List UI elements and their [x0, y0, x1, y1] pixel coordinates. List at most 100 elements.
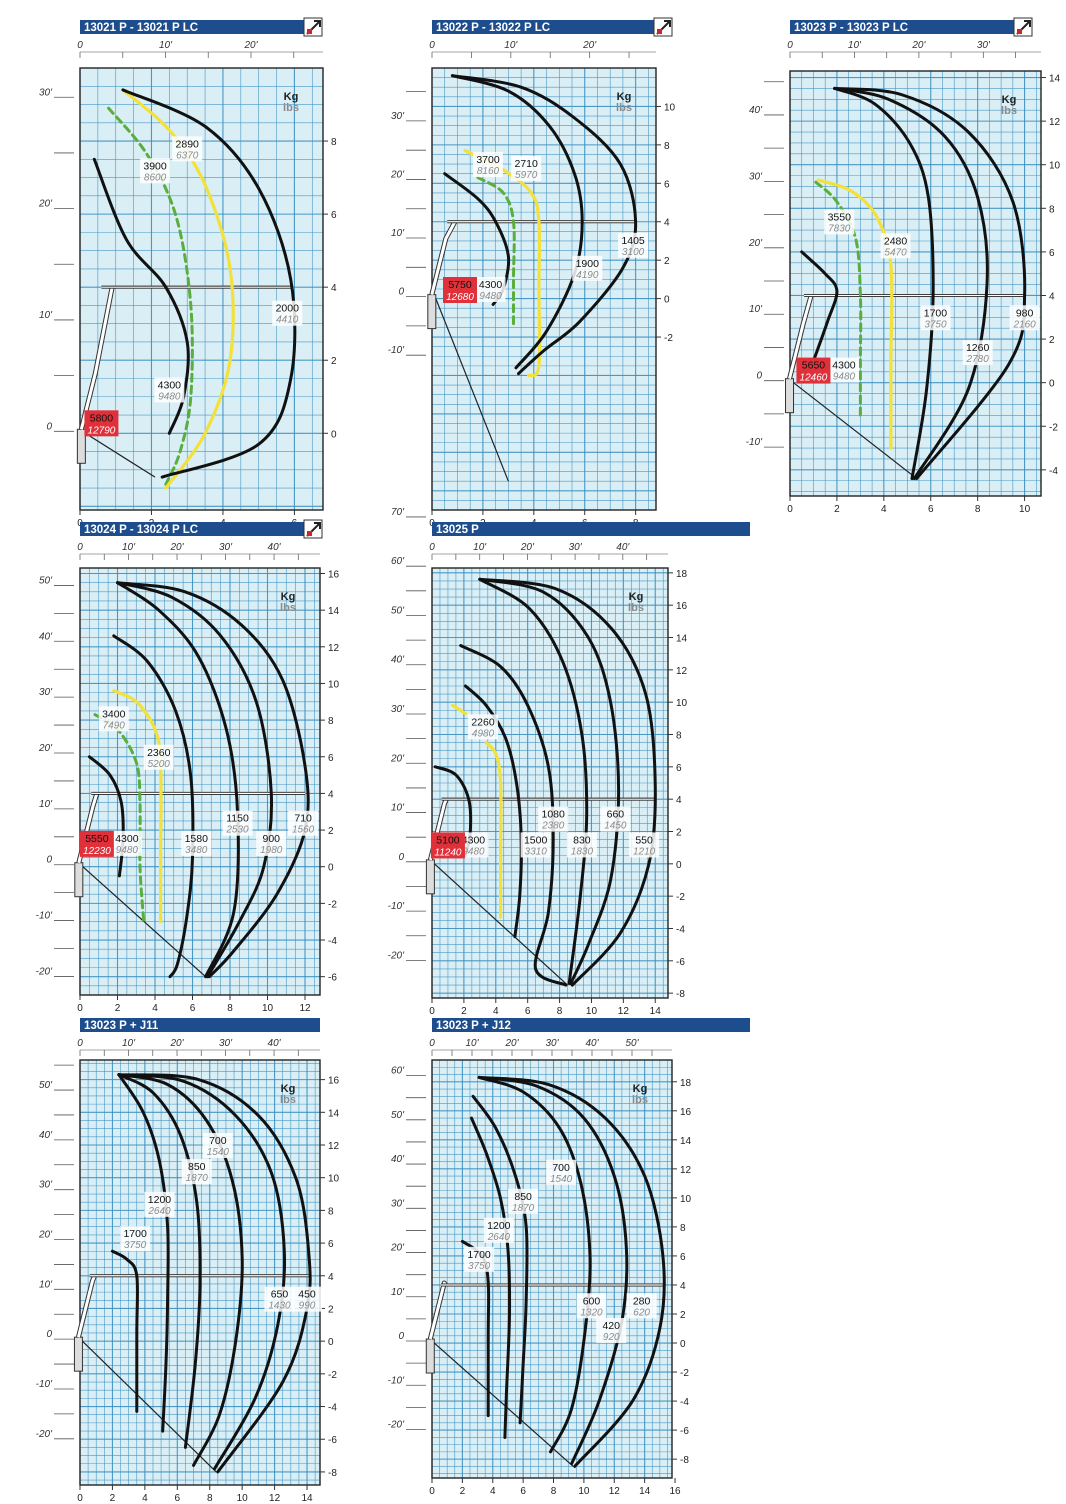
- load-curve-black: [833, 86, 1027, 481]
- x-tick-label: 0: [77, 1003, 83, 1014]
- label-lbs: 2780: [966, 354, 990, 365]
- label-bg: [292, 1286, 323, 1312]
- left-ft-tick-label: 50': [39, 1080, 53, 1091]
- label-lbs: 3750: [124, 1240, 147, 1251]
- y-tick-label: 4: [331, 283, 337, 294]
- label-kg: 1200: [148, 1194, 172, 1206]
- chart-title: 13022 P - 13022 P LC: [436, 22, 550, 34]
- top-ft-tick-label: 10': [473, 542, 487, 553]
- chart-title-bar: 13023 P + J11: [80, 1018, 320, 1032]
- y-tick-label: -2: [664, 333, 673, 344]
- crane-silhouette: [73, 1274, 97, 1372]
- load-curve-black: [833, 86, 935, 481]
- y-tick-label: 6: [664, 179, 670, 190]
- left-ft-tick-label: 0: [46, 421, 52, 432]
- top-ft-tick-label: 10': [122, 1038, 136, 1049]
- load-curve-green: [814, 180, 863, 417]
- title-bar-bg: [80, 1018, 320, 1032]
- plot-frame: [79, 567, 321, 996]
- unit-lbs-label: lbs: [628, 602, 644, 614]
- label-lbs: 6370: [176, 150, 199, 161]
- label-bg: [828, 357, 859, 383]
- left-ft-tick-label: 10': [391, 228, 405, 239]
- badge-kg: 5800: [90, 412, 114, 424]
- y-tick-label: 2: [328, 1304, 334, 1315]
- y-tick-label: 4: [328, 1272, 334, 1283]
- top-ft-tick-label: 20': [582, 40, 597, 51]
- reach-limit-line: [435, 298, 509, 482]
- unit-lbs-label: lbs: [616, 102, 632, 114]
- y-tick-label: 18: [680, 1078, 692, 1089]
- chart-title-bar: 13023 P + J12: [432, 1018, 750, 1032]
- load-curve-black: [117, 1073, 287, 1471]
- load-curve-black: [116, 581, 310, 979]
- load-curve-black: [478, 577, 657, 987]
- label-lbs: 8160: [477, 166, 500, 177]
- left-ft-tick-label: 30': [39, 1180, 53, 1191]
- load-curve-black: [117, 1073, 244, 1467]
- y-tick-label: 2: [1049, 335, 1055, 346]
- load-curve-black: [110, 1249, 140, 1413]
- left-ft-tick-label: -10': [388, 1375, 405, 1386]
- label-kg: 3700: [476, 154, 500, 166]
- y-tick-label: 10: [1049, 161, 1061, 172]
- left-ft-tick-label: 0: [756, 371, 762, 382]
- unit-kg-label: Kg: [1002, 94, 1017, 106]
- label-kg: 1700: [467, 1249, 491, 1261]
- badge-lbs: 12460: [800, 373, 828, 384]
- label-bg: [111, 830, 142, 856]
- left-ft-tick-label: 10': [391, 1287, 405, 1298]
- label-lbs: 1870: [186, 1173, 209, 1184]
- chart-title-bar: 13025 P: [432, 522, 750, 536]
- label-lbs: 4410: [276, 315, 299, 326]
- top-ft-tick-label: 30': [219, 542, 233, 553]
- left-ft-tick-label: 20': [38, 199, 53, 210]
- y-tick-label: -2: [328, 1370, 337, 1381]
- y-tick-label: 10: [328, 1174, 340, 1185]
- label-lbs: 3100: [622, 247, 645, 258]
- chart-title-bar: 13024 P - 13024 P LC: [80, 522, 320, 536]
- reach-limit-line: [85, 432, 156, 478]
- y-tick-label: -2: [676, 892, 685, 903]
- label-bg: [181, 1159, 212, 1185]
- x-tick-label: 2: [460, 1486, 466, 1497]
- label-bg: [629, 832, 660, 858]
- badge-kg: 5100: [436, 834, 460, 846]
- left-ft-tick-label: -20': [36, 1429, 53, 1440]
- label-kg: 850: [188, 1161, 206, 1173]
- load-curve-black: [477, 1075, 666, 1468]
- x-tick-label: 2: [461, 1006, 467, 1017]
- label-kg: 830: [573, 834, 591, 846]
- chart-panel-13021: 13021 P - 13021 P LC010'20'024602468010'…: [0, 17, 340, 529]
- top-ft-tick-label: 10': [504, 40, 518, 51]
- left-ft-tick-label: 40': [39, 631, 53, 642]
- label-lbs: 620: [633, 1307, 650, 1318]
- left-ft-tick-label: -10': [36, 1379, 53, 1390]
- left-ft-tick-label: 50': [391, 1110, 405, 1121]
- load-curve-yellow: [121, 88, 235, 490]
- top-ft-tick-label: 0: [787, 40, 793, 51]
- x-tick-label: 2: [834, 504, 840, 515]
- label-bg: [596, 1317, 627, 1343]
- chart-title: 13024 P - 13024 P LC: [84, 524, 198, 536]
- label-lbs: 9480: [116, 845, 139, 856]
- label-bg: [626, 1293, 657, 1319]
- y-tick-label: -6: [328, 973, 337, 984]
- y-tick-label: 12: [680, 1165, 692, 1176]
- label-kg: 1700: [924, 307, 948, 319]
- badge-bg: [796, 357, 831, 384]
